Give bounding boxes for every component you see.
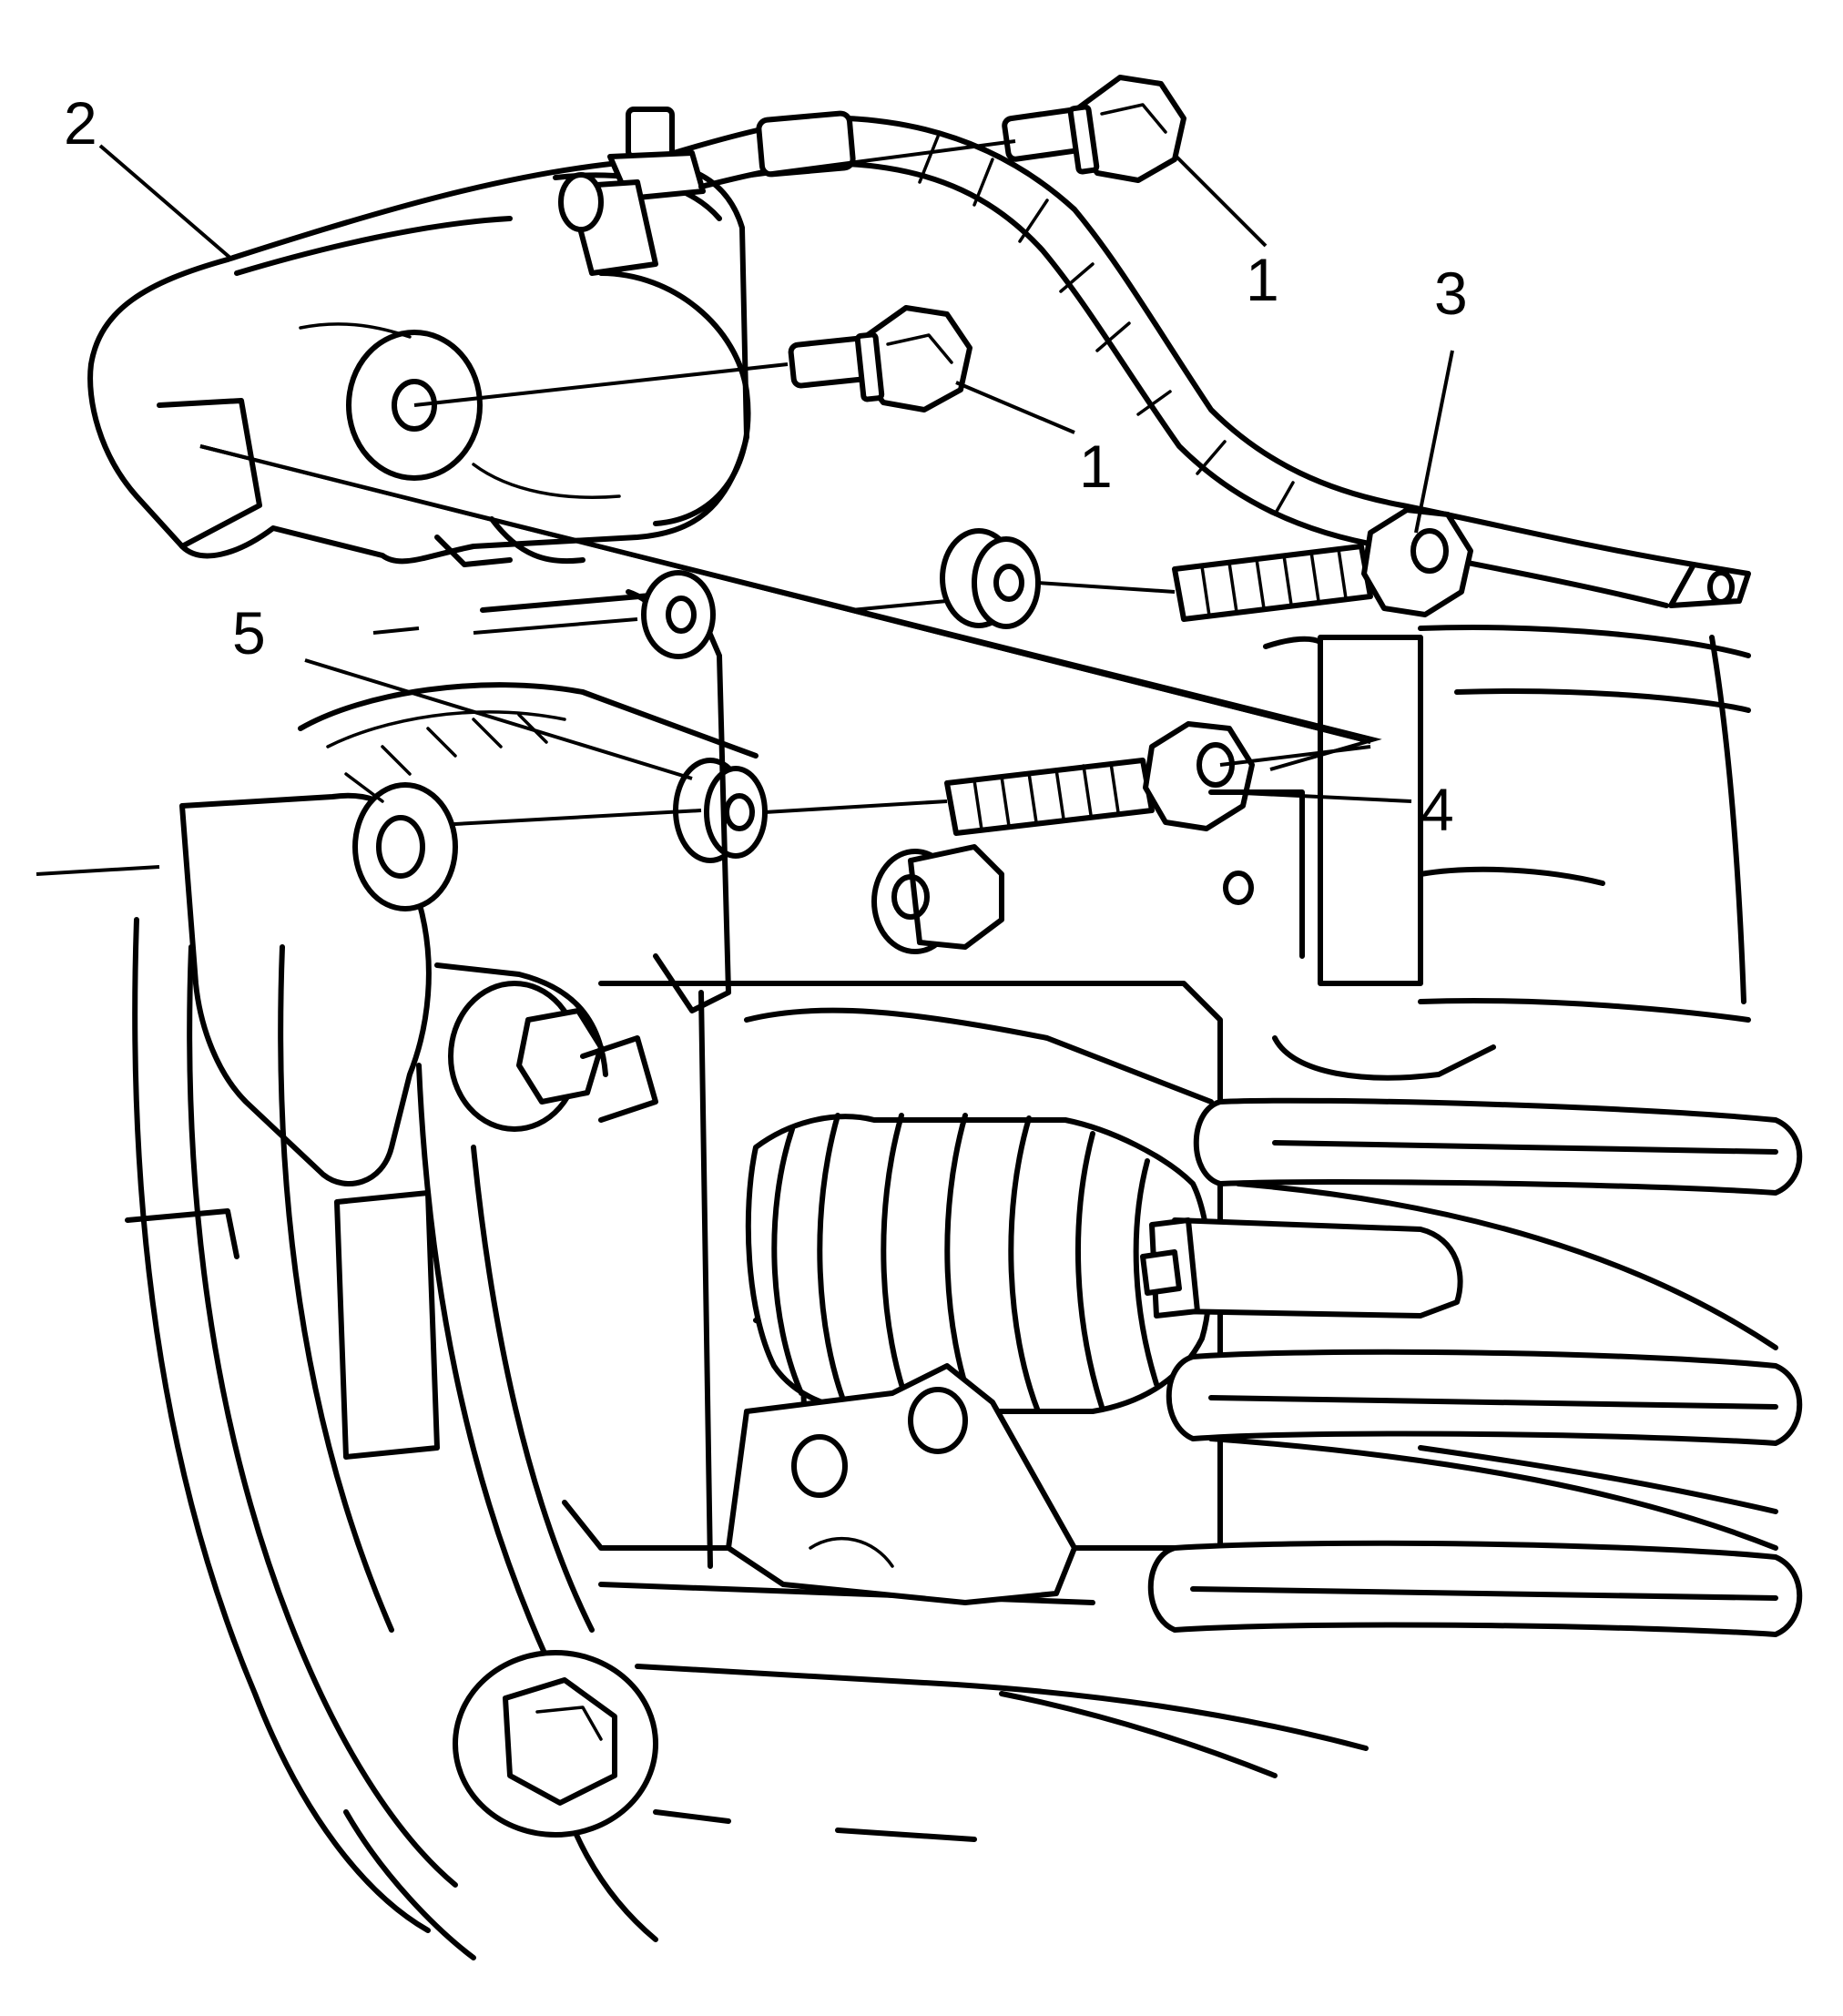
caliper-guide-bolt-lower: [788, 305, 972, 412]
assembly-lines: [36, 139, 1382, 876]
callout-1-lower: 1: [1079, 433, 1113, 500]
caliper-bracket: [179, 570, 731, 1186]
callout-4: 4: [1420, 776, 1454, 843]
brake-caliper: [87, 107, 751, 567]
hub-stud: [871, 844, 1004, 954]
coil-spring: [1147, 1097, 1803, 1637]
callout-2: 2: [64, 89, 97, 157]
callout-5: 5: [232, 599, 266, 667]
caliper-bracket-bolt-upper: [1172, 507, 1473, 622]
lower-control-arm: [453, 1650, 1369, 1842]
cv-axle-boot: [745, 1113, 1463, 1414]
callout-1-upper: 1: [1246, 246, 1279, 313]
leader-lines: [98, 144, 1454, 803]
caliper-bracket-bolt-lower: [944, 721, 1255, 836]
tie-rod-bracket: [726, 1363, 1077, 1605]
callout-3: 3: [1434, 260, 1468, 327]
bushing-upper: [940, 528, 1041, 629]
brake-rotor-shield: [125, 682, 759, 1960]
strut-assembly: [1208, 625, 1751, 1081]
caliper-guide-bolt-upper: [1002, 75, 1186, 183]
